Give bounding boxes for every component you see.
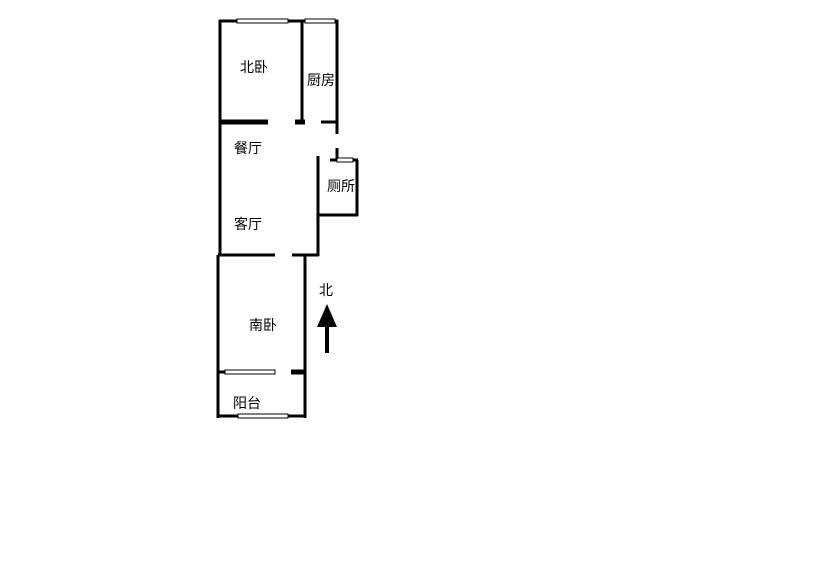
north-arrow-icon bbox=[317, 304, 337, 353]
room-label-north-bedroom: 北卧 bbox=[240, 60, 268, 76]
walls bbox=[216, 19, 359, 418]
room-label-living-room: 客厅 bbox=[234, 217, 262, 233]
room-label-south-bedroom: 南卧 bbox=[249, 318, 277, 334]
room-label-kitchen: 厨房 bbox=[307, 73, 335, 89]
compass-label: 北 bbox=[319, 283, 333, 299]
room-label-dining-room: 餐厅 bbox=[234, 141, 262, 157]
windows bbox=[224, 18, 354, 419]
room-label-toilet: 厕所 bbox=[327, 179, 355, 195]
room-label-balcony: 阳台 bbox=[233, 396, 261, 412]
